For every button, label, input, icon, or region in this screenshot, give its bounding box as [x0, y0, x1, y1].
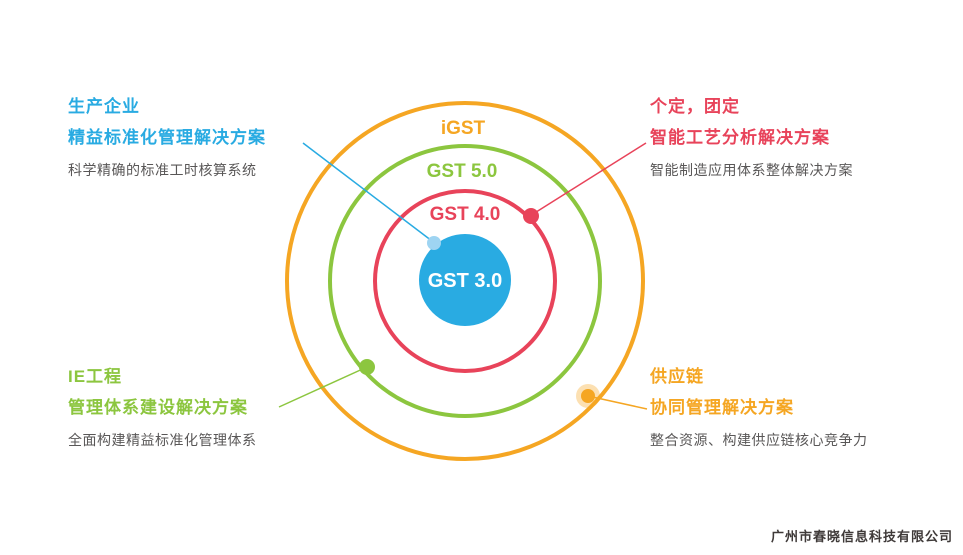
callout-bottom-left-title: IE工程: [68, 367, 123, 386]
callout-bottom-left-subtitle: 管理体系建设解决方案: [68, 398, 248, 417]
connector-line-bottom-left: [278, 366, 368, 408]
callout-bottom-right-subtitle: 协同管理解决方案: [650, 398, 794, 417]
ring-label-gst3: GST 3.0: [428, 270, 502, 292]
callout-top-left: 生产企业 精益标准化管理解决方案 科学精确的标准工时核算系统: [68, 98, 368, 180]
connector-line-bottom-right: [587, 395, 648, 410]
connector-dot-blue: [427, 236, 441, 250]
connector-line-top-left: [302, 142, 433, 242]
ring-label-gst5: GST 5.0: [427, 161, 498, 182]
callout-top-left-title: 生产企业: [68, 97, 140, 116]
ring-gst4: [373, 189, 557, 373]
callout-bottom-left-description: 全面构建精益标准化管理体系: [68, 432, 257, 448]
callout-top-right-subtitle: 智能工艺分析解决方案: [650, 128, 830, 147]
connector-dot-orange: [581, 389, 595, 403]
ring-label-gst4: GST 4.0: [430, 204, 501, 225]
connector-line-top-right: [532, 142, 647, 215]
callout-bottom-left: IE工程 管理体系建设解决方案 全面构建精益标准化管理体系: [68, 368, 368, 450]
company-name: 广州市春晓信息科技有限公司: [770, 529, 953, 544]
callout-top-right-description: 智能制造应用体系整体解决方案: [650, 162, 853, 178]
callout-top-left-description: 科学精确的标准工时核算系统: [68, 162, 257, 178]
callout-top-right-title: 个定，团定: [650, 97, 740, 116]
callout-top-right: 个定，团定 智能工艺分析解决方案 智能制造应用体系整体解决方案: [650, 98, 950, 180]
callout-bottom-right-title: 供应链: [650, 367, 704, 386]
callout-bottom-right: 供应链 协同管理解决方案 整合资源、构建供应链核心竞争力: [650, 368, 950, 450]
callout-bottom-right-description: 整合资源、构建供应链核心竞争力: [650, 432, 868, 448]
connector-dot-green: [359, 359, 375, 375]
ring-label-igst: iGST: [441, 118, 486, 139]
circle-gst3: [419, 234, 511, 326]
connector-dot-red: [523, 208, 539, 224]
ring-gst5: [328, 144, 602, 418]
callout-top-left-subtitle: 精益标准化管理解决方案: [68, 128, 266, 147]
ring-igst: [285, 101, 645, 461]
